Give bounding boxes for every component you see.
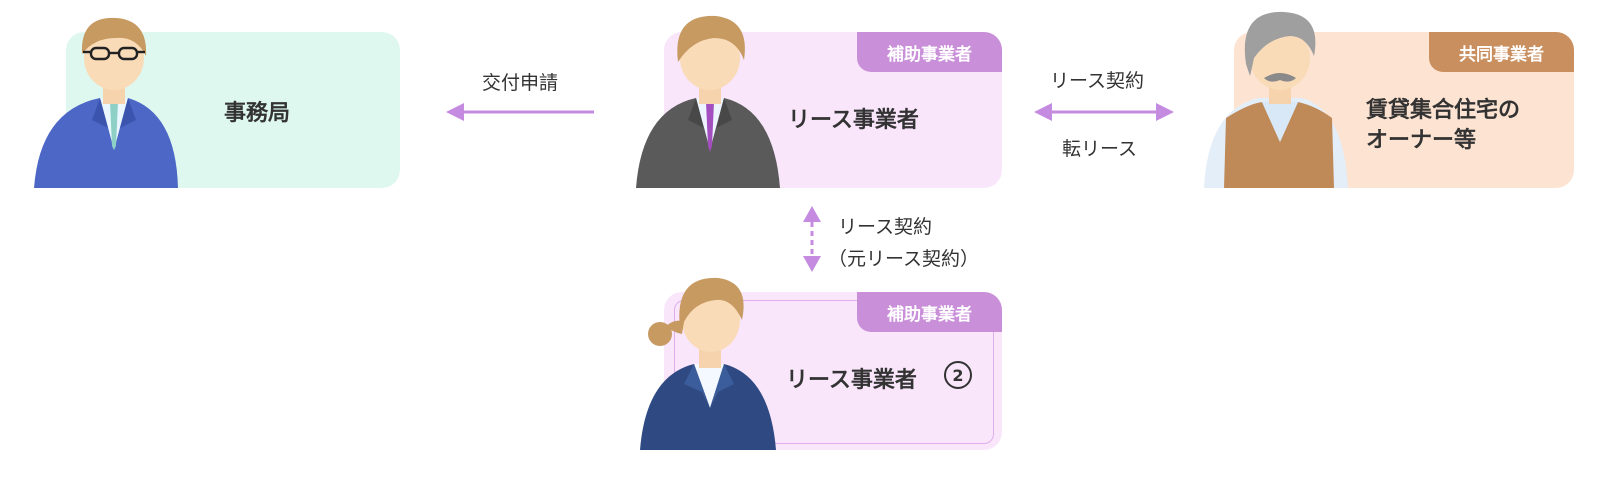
lessor2-badge: 補助事業者: [857, 292, 1002, 332]
owner-label-line2: オーナー等: [1366, 128, 1477, 153]
owner-elderly-man-icon: [1204, 11, 1348, 188]
lessor2-number: 2: [952, 365, 964, 385]
sublease-label: 転リース: [1062, 138, 1138, 160]
original-lease-label-line2: （元リース契約）: [828, 248, 980, 270]
owner-label-line1: 賃貸集合住宅の: [1366, 98, 1521, 123]
original-lease-double-arrow: [803, 206, 821, 272]
lessor2-number-badge: 2: [944, 361, 972, 389]
lessor-label: リース事業者: [788, 108, 919, 133]
lessor2-label: リース事業者: [786, 368, 917, 393]
lessor2-woman-icon: [640, 277, 776, 450]
owner-badge: 共同事業者: [1429, 32, 1574, 72]
original-lease-label-line1: リース契約: [838, 216, 933, 238]
application-arrow: [446, 103, 594, 121]
lessor2-inner-frame: [674, 300, 994, 444]
application-label: 交付申請: [482, 72, 559, 94]
lease-contract-label: リース契約: [1050, 70, 1145, 92]
lessor-badge: 補助事業者: [857, 32, 1002, 72]
lessor-man-icon: [636, 15, 780, 188]
lease-double-arrow: [1034, 103, 1174, 121]
officer-man-glasses-icon: [34, 17, 178, 188]
secretariat-label: 事務局: [224, 101, 291, 126]
